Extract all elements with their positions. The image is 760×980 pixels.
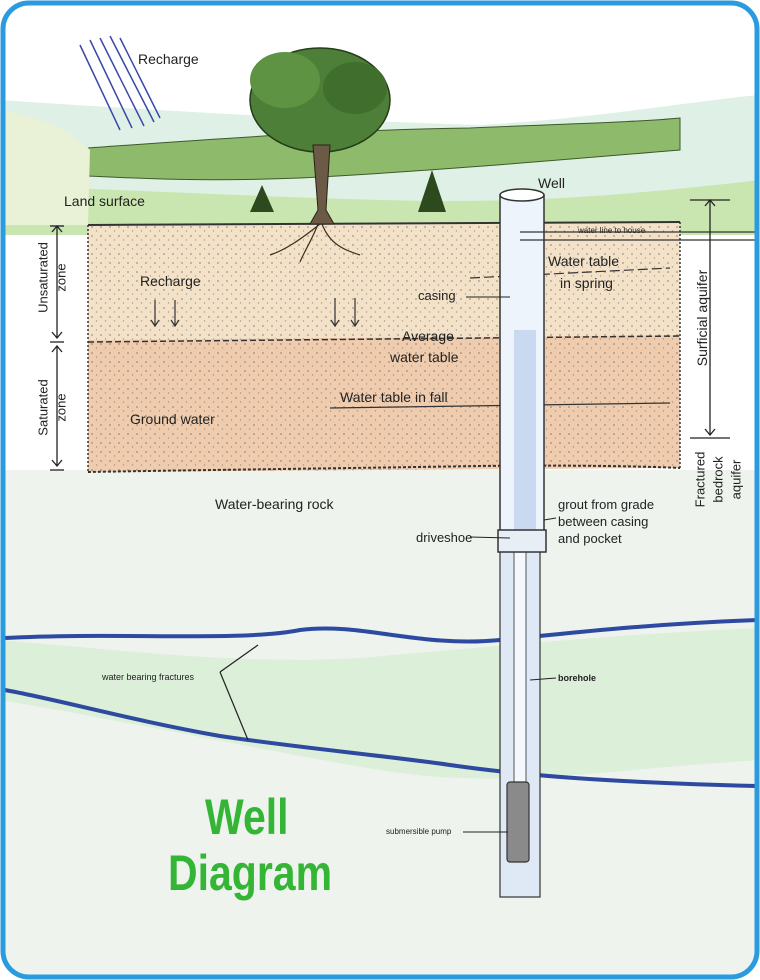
title-line-1: Well xyxy=(205,789,289,845)
driveshoe xyxy=(497,529,547,553)
label-borehole: borehole xyxy=(558,673,597,683)
water-line-to-house xyxy=(520,231,757,241)
label-casing: casing xyxy=(418,288,456,303)
label-grout-2: between casing xyxy=(558,514,649,529)
zone-brackets xyxy=(50,224,64,471)
label-water-bearing-fractures: water bearing fractures xyxy=(102,672,195,682)
tree xyxy=(249,47,391,263)
label-ground-water: Ground water xyxy=(130,411,215,427)
title-line-2: Diagram xyxy=(168,845,333,901)
label-land-surface: Land surface xyxy=(64,193,145,209)
label-recharge-top: Recharge xyxy=(138,51,199,67)
label-aquifer: aquifer xyxy=(728,459,744,500)
recharge-rain xyxy=(79,35,161,131)
green-field xyxy=(3,180,757,235)
label-water-line-to-house: water line to house xyxy=(578,226,646,235)
label-average-water-table-1: Average xyxy=(402,328,454,344)
label-average-water-table-2: water table xyxy=(390,349,459,365)
label-driveshoe: driveshoe xyxy=(416,530,473,545)
label-saturated-zone: zone xyxy=(53,393,69,422)
label-unsaturated: Unsaturated xyxy=(35,242,51,313)
label-water-table-spring-1: Water table xyxy=(548,253,620,269)
label-submersible-pump: submersible pump xyxy=(386,827,452,836)
label-grout-1: grout from grade xyxy=(558,497,655,512)
label-water-bearing-rock: Water-bearing rock xyxy=(215,496,334,512)
submersible-pump xyxy=(506,781,530,863)
label-unsaturated-zone: zone xyxy=(53,263,69,292)
label-water-table-fall: Water table in fall xyxy=(340,389,448,405)
fracture-lower xyxy=(4,688,757,788)
label-bedrock: bedrock xyxy=(710,456,726,503)
label-water-table-spring-2: in spring xyxy=(560,275,613,291)
fracture-upper xyxy=(4,618,757,644)
label-recharge-mid: Recharge xyxy=(140,273,201,289)
label-grout-3: and pocket xyxy=(558,531,622,546)
label-fractured: Fractured xyxy=(692,451,708,508)
label-surficial-aquifer: Surficial aquifer xyxy=(694,269,710,367)
label-saturated: Saturated xyxy=(35,379,51,436)
label-well: Well xyxy=(538,175,565,191)
